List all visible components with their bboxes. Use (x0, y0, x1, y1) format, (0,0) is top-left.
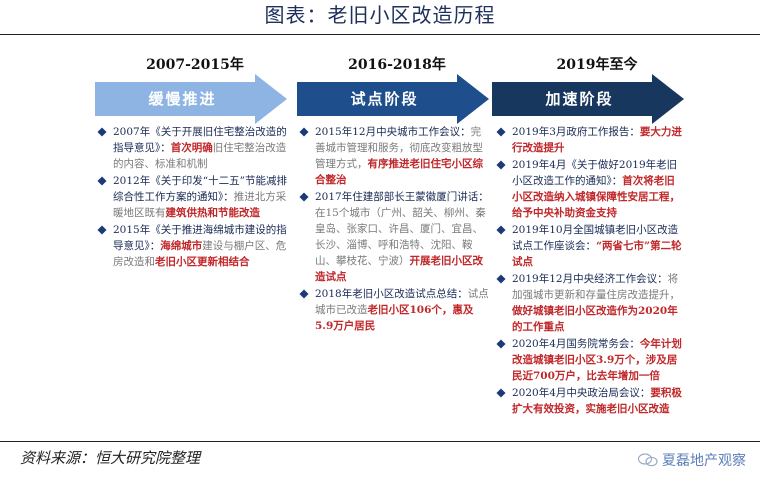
arrow-shape-2 (297, 74, 489, 124)
item-body: 将加强城市更新和存量住房改造提升， (512, 273, 680, 301)
stage-2-list: 2015年12月中央城市工作会议：完善城市管理和服务，彻底改变粗放型管理方式，有… (297, 124, 489, 335)
item-highlight: 首次明确 (170, 142, 213, 154)
item-heading: 2019年4月《关于做好2019年老旧小区改造工作的通知》： (512, 159, 678, 187)
stage-arrow-2: 试点阶段 (297, 74, 492, 124)
item-heading: 2018年老旧小区改造试点总结： (315, 288, 468, 300)
period-1: 2007-2015年 (146, 57, 244, 73)
diamond-bullet-icon (97, 225, 107, 235)
item-body: 建设与棚户区、危房改造和 (113, 240, 287, 268)
list-item: 2019年10月全国城镇老旧小区改造试点工作座谈会：“两省七市”第二轮试点 (494, 222, 684, 270)
item-heading: 2019年12月中央经济工作会议： (512, 273, 668, 285)
stage-label-2: 试点阶段 (350, 90, 419, 108)
item-highlight: 首次将老旧小区改造纳入城镇保障性安居工程，给予中央补助资金支持 (512, 175, 680, 219)
item-heading: 2015年12月中央城市工作会议： (315, 126, 471, 138)
diamond-bullet-icon (299, 192, 309, 202)
diamond-bullet-icon (299, 289, 309, 299)
period-2: 2016-2018年 (348, 57, 446, 73)
wechat-icon (638, 453, 658, 467)
list-item: 2020年4月国务院常务会：今年计划改造城镇老旧小区3.9万个，涉及居民近700… (494, 336, 684, 384)
watermark-text: 夏磊地产观察 (662, 453, 746, 469)
watermark: 夏磊地产观察 (638, 450, 746, 470)
item-heading: 2019年3月政府工作报告： (512, 126, 640, 138)
item-body: 试点城市已改造 (315, 288, 489, 316)
diamond-bullet-icon (97, 127, 107, 137)
item-heading: 2020年4月国务院常务会： (512, 338, 640, 350)
source-note: 资料来源：恒大研究院整理 (20, 449, 201, 467)
item-heading: 2017年住建部部长王蒙徽厦门讲话： (315, 191, 489, 203)
top-rule (0, 34, 760, 35)
item-heading: 2012年《关于印发“十二五”节能减排综合性工作方案的通知》： (113, 175, 287, 203)
item-highlight: 开展老旧小区改造试点 (315, 255, 483, 283)
list-item: 2019年3月政府工作报告：要大力进行改造提升 (494, 124, 684, 156)
list-item: 2007年《关于开展旧住宅整治改造的指导意见》：首次明确旧住宅整治改造的内容、标… (95, 124, 291, 172)
item-heading: 2019年10月全国城镇老旧小区改造试点工作座谈会： (512, 224, 679, 252)
item-highlight: 要积极扩大有效投资，实施老旧小区改造 (512, 387, 682, 415)
diamond-bullet-icon (496, 127, 506, 137)
diamond-bullet-icon (496, 388, 506, 398)
item-highlight: 有序推进老旧住宅小区综合整治 (315, 158, 483, 186)
list-item: 2015年《关于推进海绵城市建设的指导意见》：海绵城市建设与棚户区、危房改造和老… (95, 222, 291, 270)
list-item: 2020年4月中央政治局会议：要积极扩大有效投资，实施老旧小区改造 (494, 385, 684, 417)
item-highlight: “两省七市”第二轮试点 (512, 240, 682, 268)
list-item: 2015年12月中央城市工作会议：完善城市管理和服务，彻底改变粗放型管理方式，有… (297, 124, 489, 188)
stage-arrow-3: 加速阶段 (492, 74, 687, 124)
diamond-bullet-icon (299, 127, 309, 137)
item-heading: 2020年4月中央政治局会议： (512, 387, 651, 399)
stage-label-3: 加速阶段 (545, 90, 614, 108)
list-item: 2019年12月中央经济工作会议：将加强城市更新和存量住房改造提升， 做好城镇老旧… (494, 271, 684, 335)
chart-title: 图表：老旧小区改造历程 (264, 3, 496, 27)
item-body: 旧住宅整治改造的内容、标准和机制 (113, 142, 287, 170)
item-body: 推进北方采暖地区既有 (113, 191, 287, 219)
diamond-bullet-icon (97, 176, 107, 186)
diamond-bullet-icon (496, 225, 506, 235)
item-body: 完善城市管理和服务，彻底改变粗放型管理方式， (315, 126, 483, 170)
diamond-bullet-icon (496, 339, 506, 349)
stage-3-list: 2019年3月政府工作报告：要大力进行改造提升 2019年4月《关于做好2019… (494, 124, 684, 418)
item-body: 在15个城市（广州、韶关、柳州、秦皇岛、张家口、许昌、厦门、宜昌、长沙、淄博、呼… (315, 207, 486, 267)
item-highlight: 老旧小区更新相结合 (155, 256, 250, 268)
diamond-bullet-icon (496, 274, 506, 284)
arrow-shape-1 (95, 74, 287, 124)
arrow-shape-3 (492, 74, 684, 124)
diamond-bullet-icon (496, 160, 506, 170)
list-item: 2018年老旧小区改造试点总结：试点城市已改造老旧小区106个，惠及5.9万户居… (297, 286, 489, 334)
stage-label-1: 缓慢推进 (148, 90, 217, 108)
item-highlight: 老旧小区106个，惠及5.9万户居民 (315, 304, 474, 332)
item-highlight: 海绵城市 (160, 240, 203, 252)
item-highlight: 要大力进行改造提升 (512, 126, 682, 154)
item-highlight: 今年计划改造城镇老旧小区3.9万个，涉及居民近700万户，比去年增加一倍 (512, 338, 682, 382)
period-3: 2019年至今 (556, 57, 638, 73)
bottom-rule (0, 441, 760, 442)
stage-arrow-1: 缓慢推进 (95, 74, 290, 124)
item-heading: 2015年《关于推进海绵城市建设的指导意见》： (113, 224, 287, 252)
list-item: 2017年住建部部长王蒙徽厦门讲话： 在15个城市（广州、韶关、柳州、秦皇岛、张家… (297, 189, 489, 285)
list-item: 2019年4月《关于做好2019年老旧小区改造工作的通知》：首次将老旧小区改造纳… (494, 157, 684, 221)
item-highlight: 建筑供热和节能改造 (165, 207, 261, 219)
item-heading: 2007年《关于开展旧住宅整治改造的指导意见》： (113, 126, 287, 154)
list-item: 2012年《关于印发“十二五”节能减排综合性工作方案的通知》：推进北方采暖地区既… (95, 173, 291, 221)
stage-1-list: 2007年《关于开展旧住宅整治改造的指导意见》：首次明确旧住宅整治改造的内容、标… (95, 124, 291, 271)
item-highlight: 做好城镇老旧小区改造作为2020年的工作重点 (512, 305, 678, 333)
